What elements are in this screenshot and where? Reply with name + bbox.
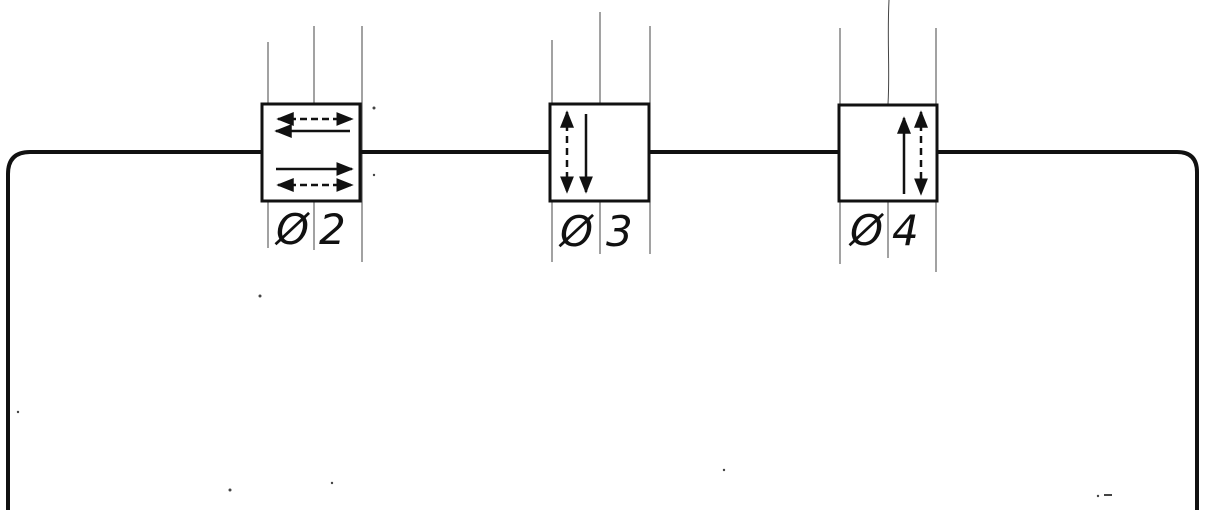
- phase-4-arrows: [897, 110, 928, 196]
- phase-3-box: [548, 102, 651, 203]
- speck: [372, 173, 376, 177]
- paper-specks: [16, 106, 1112, 498]
- speck: [330, 481, 334, 485]
- speck: [228, 488, 232, 492]
- loop-wire: [6, 150, 1199, 512]
- phase-3-arrows: [560, 110, 593, 194]
- phase-2-number: 2: [319, 205, 346, 254]
- speck: [16, 410, 20, 414]
- phase-2-arrows: [274, 112, 354, 192]
- speck: [258, 294, 262, 298]
- phase-2-symbol: Ø: [276, 205, 310, 254]
- phase-4-symbol: Ø: [850, 206, 884, 255]
- phase-3-symbol: Ø: [560, 207, 594, 256]
- speck: [1104, 494, 1112, 496]
- speck: [722, 468, 726, 472]
- speck: [1096, 494, 1100, 498]
- guide-line: [887, 0, 890, 258]
- speck: [372, 106, 376, 110]
- phase-3-number: 3: [606, 207, 633, 256]
- phase-4-number: 4: [892, 206, 919, 255]
- phase-4-box: [837, 103, 939, 203]
